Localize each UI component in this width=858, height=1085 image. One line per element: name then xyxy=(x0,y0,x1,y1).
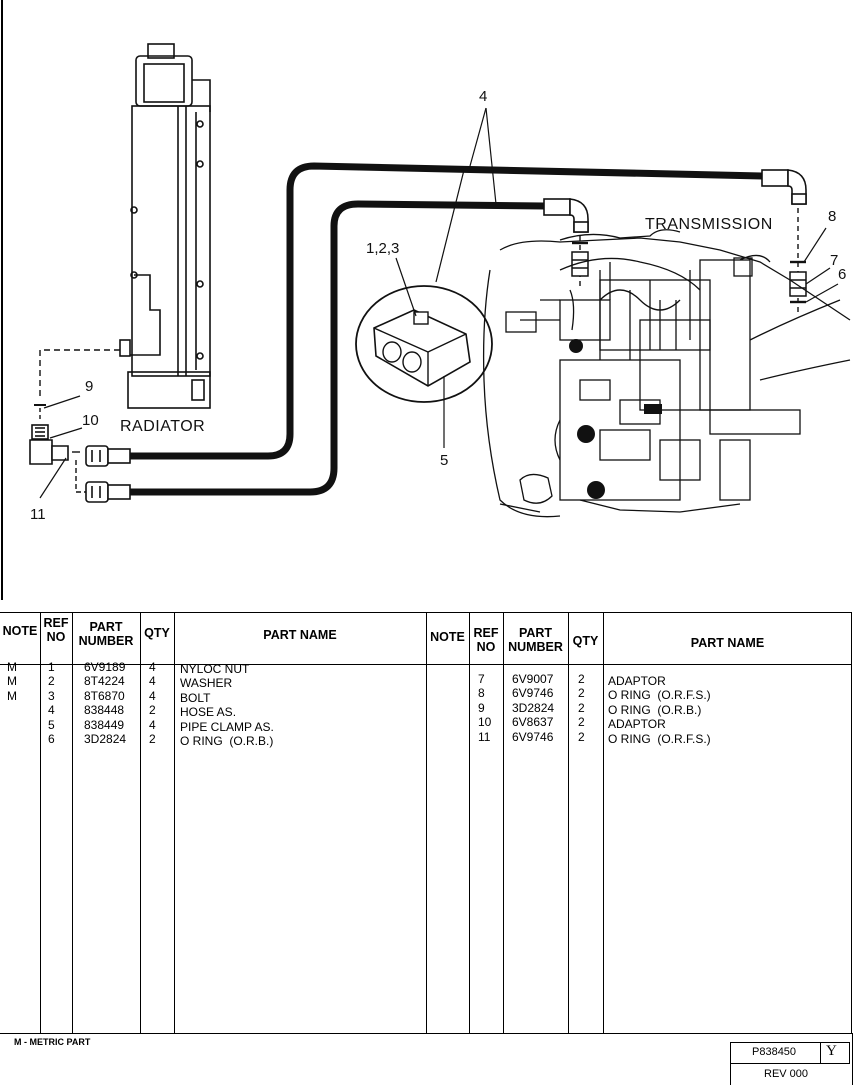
elbow-fitting xyxy=(29,424,69,465)
callout-5: 5 xyxy=(440,452,449,469)
transmission-label: TRANSMISSION xyxy=(645,216,773,233)
callout-11: 11 xyxy=(30,506,46,523)
header-note-right: NOTE xyxy=(430,630,465,644)
transmission-drawing xyxy=(482,229,851,518)
header-note-left: NOTE xyxy=(2,624,38,638)
callout-6: 6 xyxy=(838,266,847,283)
hoses xyxy=(130,162,763,496)
left-ref-column: 1 2 3 4 5 6 xyxy=(48,660,55,747)
revision-letter: Y xyxy=(826,1043,837,1059)
parts-diagram: RADIATOR TRANSMISSION 4 1,2,3 5 6 7 8 9 … xyxy=(1,0,851,600)
left-part-number-column: 6V9189 8T4224 8T6870 838448 838449 3D282… xyxy=(84,660,127,747)
callout-4: 4 xyxy=(479,88,488,105)
right-ref-column: 7 8 9 10 11 xyxy=(478,672,492,744)
left-part-name-column: NYLOC NUT WASHER BOLT HOSE AS. PIPE CLAM… xyxy=(180,662,274,749)
header-qty-left: QTY xyxy=(144,626,170,640)
hose-fitting-upper-right xyxy=(761,169,807,205)
header-qty-right: QTY xyxy=(572,634,599,648)
footer: M - METRIC PART P838450 Y REV 000 xyxy=(0,1033,853,1085)
header-part-name-left: PART NAME xyxy=(263,628,337,642)
header-part-name-right: PART NAME xyxy=(690,636,765,650)
pipe-clamp-detail xyxy=(355,285,493,403)
callout-7: 7 xyxy=(830,252,839,269)
hose-fitting-upper-left xyxy=(85,445,131,467)
left-note-column: M M M xyxy=(7,660,17,703)
callout-10: 10 xyxy=(82,412,99,429)
right-qty-column: 2 2 2 2 2 xyxy=(578,672,585,744)
callout-1-2-3: 1,2,3 xyxy=(366,240,400,257)
diagram-drawing xyxy=(1,0,851,600)
adaptor-left xyxy=(571,251,589,277)
callout-9: 9 xyxy=(85,378,94,395)
hose-fitting-lower-left xyxy=(85,481,131,503)
radiator-drawing xyxy=(119,43,211,409)
drawing-part-id: P838450 xyxy=(752,1046,797,1058)
adaptor-right xyxy=(789,271,807,297)
hose-fitting-lower-right xyxy=(543,198,589,233)
transmission-dark-fittings xyxy=(569,339,662,499)
metric-part-legend: M - METRIC PART xyxy=(14,1037,91,1047)
left-qty-column: 4 4 4 2 4 2 xyxy=(149,660,156,747)
right-part-number-column: 6V9007 6V9746 3D2824 6V8637 6V9746 xyxy=(512,672,555,744)
callout-8: 8 xyxy=(828,208,837,225)
radiator-label: RADIATOR xyxy=(120,418,206,435)
right-part-name-column: ADAPTOR O RING (O.R.F.S.) O RING (O.R.B.… xyxy=(608,674,711,746)
revision-number: REV 000 xyxy=(764,1068,809,1080)
